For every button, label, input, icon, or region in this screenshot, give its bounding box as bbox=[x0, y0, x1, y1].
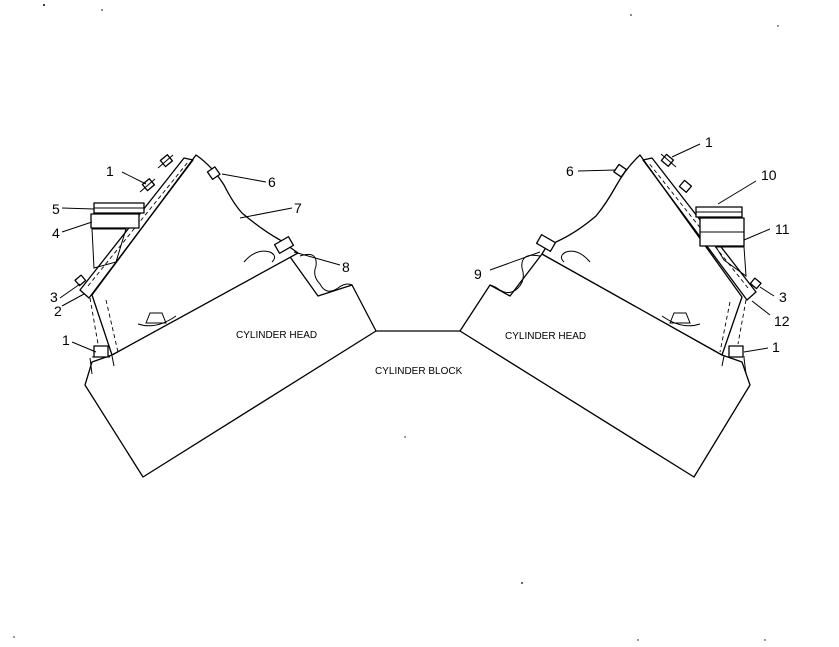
callout-left-6: 6 bbox=[268, 174, 276, 190]
right-fitting-9 bbox=[535, 234, 591, 263]
left-cylinder-head-body bbox=[84, 253, 377, 478]
callout-right-3: 3 bbox=[779, 289, 787, 305]
right-bolt-upper bbox=[678, 179, 693, 193]
left-bolt-lower bbox=[74, 274, 87, 287]
callout-numbers: 1 6 7 5 4 8 3 2 1 1 6 10 11 9 3 12 1 bbox=[50, 134, 790, 355]
callout-right-6: 6 bbox=[566, 163, 574, 179]
callout-left-1-bottom: 1 bbox=[62, 332, 70, 348]
left-breather bbox=[90, 202, 145, 269]
callout-right-1-bottom: 1 bbox=[772, 339, 780, 355]
left-fitting bbox=[206, 166, 221, 181]
right-bolt-top bbox=[660, 153, 677, 168]
cylinder-block-label: CYLINDER BLOCK bbox=[375, 366, 463, 377]
left-bolt-top bbox=[157, 154, 174, 169]
callout-left-8: 8 bbox=[342, 259, 350, 275]
left-rocker-housing bbox=[91, 154, 299, 356]
right-bolt-base bbox=[721, 345, 747, 375]
right-cylinder-head-label: CYLINDER HEAD bbox=[505, 331, 586, 342]
scan-speckles bbox=[13, 4, 779, 641]
right-section-break bbox=[489, 254, 541, 294]
left-valve-cover-edge bbox=[79, 157, 194, 299]
right-bolt-lower bbox=[749, 277, 762, 290]
left-bank bbox=[74, 154, 377, 478]
right-rocker-housing bbox=[541, 154, 743, 356]
left-cylinder-head-label: CYLINDER HEAD bbox=[236, 330, 317, 341]
right-clip bbox=[661, 312, 701, 327]
left-guide-lines bbox=[89, 297, 119, 353]
callout-left-1-top: 1 bbox=[106, 163, 114, 179]
right-valve-cover-edge bbox=[642, 157, 757, 301]
callout-right-11: 11 bbox=[775, 221, 790, 237]
callout-right-9: 9 bbox=[474, 266, 482, 282]
right-guide-lines bbox=[719, 299, 747, 353]
callout-left-3: 3 bbox=[50, 289, 58, 305]
callout-right-1-top: 1 bbox=[705, 134, 713, 150]
left-bolt-upper bbox=[139, 178, 156, 193]
callout-left-2: 2 bbox=[54, 303, 62, 319]
leader-lines bbox=[59, 143, 775, 353]
callout-left-5: 5 bbox=[52, 201, 60, 217]
left-section-break bbox=[299, 253, 353, 292]
callout-right-12: 12 bbox=[774, 313, 790, 329]
right-valve-cover-inner bbox=[647, 161, 749, 289]
right-fitting bbox=[613, 163, 628, 178]
left-bolt-base bbox=[89, 345, 115, 375]
left-fitting-8 bbox=[243, 236, 295, 263]
right-breather bbox=[695, 206, 747, 278]
callout-right-10: 10 bbox=[761, 167, 777, 183]
callout-left-7: 7 bbox=[294, 200, 302, 216]
left-clip bbox=[137, 312, 177, 327]
part-labels: CYLINDER HEAD CYLINDER HEAD CYLINDER BLO… bbox=[236, 330, 586, 377]
callout-left-4: 4 bbox=[52, 225, 60, 241]
right-bank bbox=[459, 153, 762, 478]
